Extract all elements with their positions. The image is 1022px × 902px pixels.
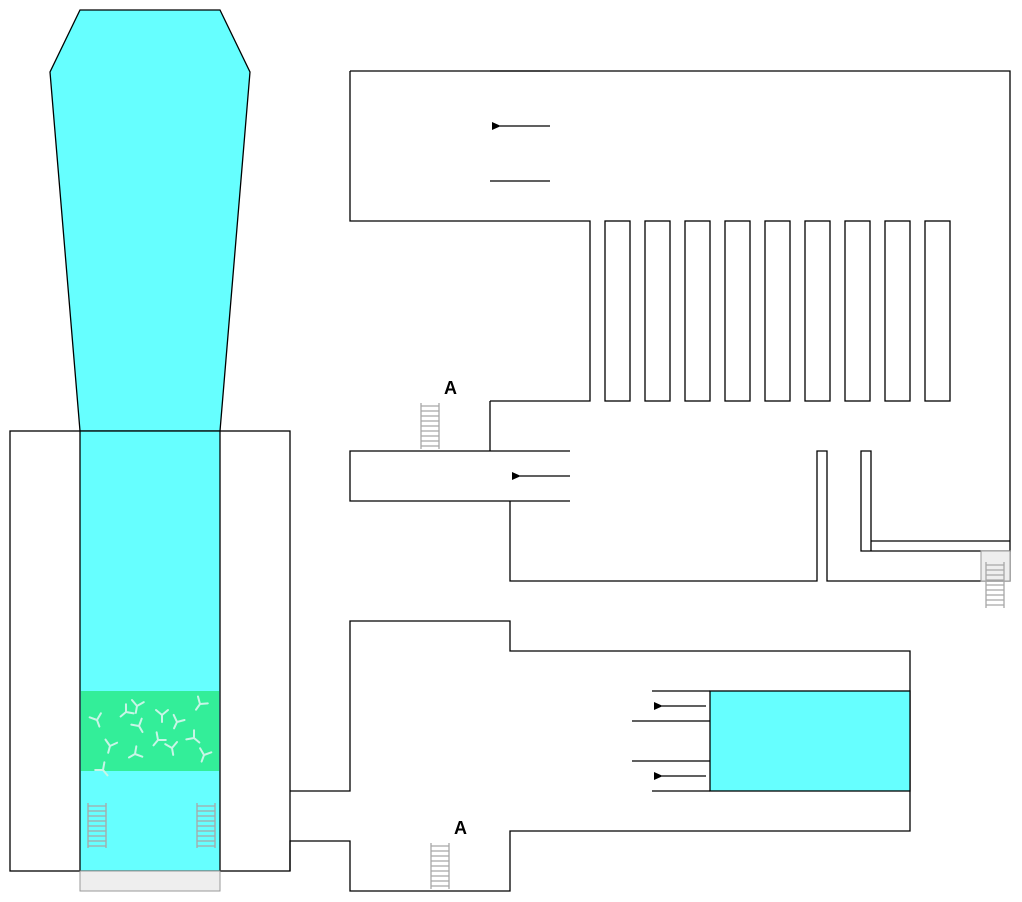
filter-channel [804, 220, 831, 402]
filter-channel [724, 220, 751, 402]
ladder-icon [985, 562, 1005, 608]
y-shape-icon [155, 709, 169, 723]
ladder-icon [420, 403, 440, 449]
filter-particles [88, 695, 213, 777]
upper-building-lower-wall [509, 450, 1011, 582]
lower-basin-outline [289, 620, 911, 892]
tower-funnel [49, 9, 251, 432]
filter-channel [684, 220, 711, 402]
y-shape-icon [130, 717, 144, 734]
y-shape-icon [185, 729, 201, 744]
ladder-icon [196, 803, 216, 848]
filter-channel [764, 220, 791, 402]
filter-channel [884, 220, 911, 402]
y-shape-icon [164, 741, 179, 756]
lower-ladder-label: A [454, 818, 467, 838]
y-shape-icon [104, 738, 119, 754]
filter-channel [924, 220, 951, 402]
y-shape-icon [172, 713, 186, 730]
tower-base-plate [79, 870, 221, 892]
lower-water-tank [709, 690, 911, 792]
y-shape-icon [119, 703, 135, 718]
y-shape-icon [194, 695, 209, 711]
filter-channels [604, 220, 951, 402]
y-shape-icon [130, 699, 145, 714]
y-shape-icon [88, 712, 102, 728]
ladder-icon [87, 803, 107, 848]
filter-channel [644, 220, 671, 402]
filter-channel [844, 220, 871, 402]
upper-building-outline [349, 70, 1011, 552]
tower-column [79, 430, 221, 872]
y-shape-icon [199, 747, 213, 763]
y-shape-icon [94, 761, 109, 777]
ladder-icon [430, 843, 450, 889]
walkway-box [349, 450, 570, 502]
filter-media-band [81, 691, 219, 771]
y-shape-icon [127, 745, 144, 759]
upper-ladder-label: A [444, 378, 457, 398]
y-shape-icon [152, 731, 167, 747]
filter-channel [604, 220, 631, 402]
